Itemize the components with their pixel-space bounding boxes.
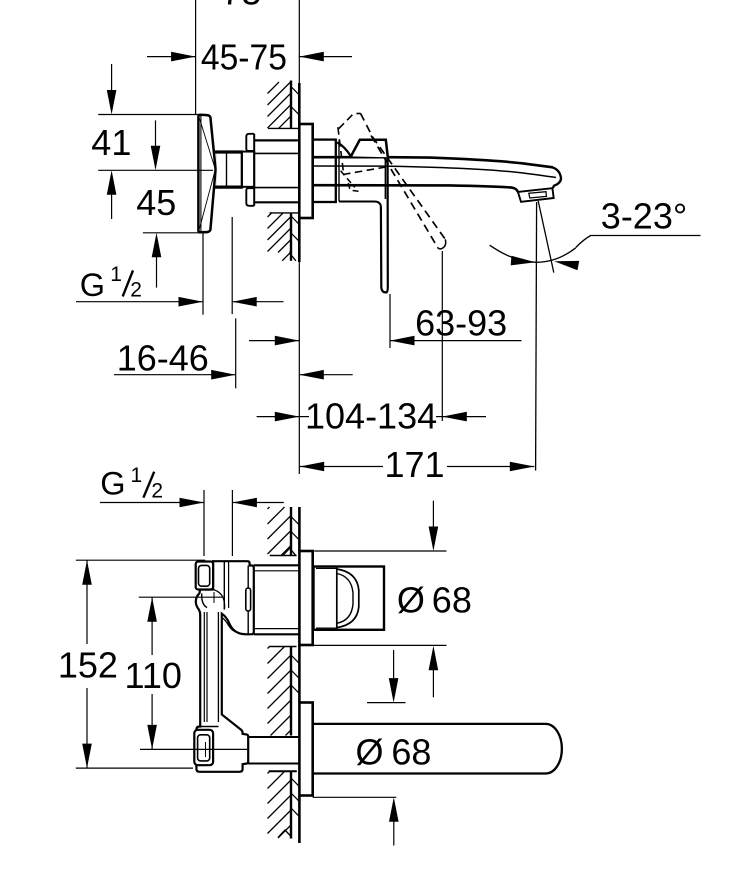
svg-text:41: 41: [91, 122, 131, 163]
svg-text:68: 68: [391, 732, 431, 773]
svg-text:45: 45: [136, 182, 176, 223]
svg-text:75: 75: [222, 0, 262, 13]
svg-text:68: 68: [432, 579, 472, 620]
svg-text:45-75: 45-75: [201, 37, 287, 78]
svg-text:2: 2: [130, 278, 142, 301]
svg-text:171: 171: [385, 444, 445, 485]
svg-text:Ø: Ø: [356, 732, 384, 773]
svg-text:110: 110: [125, 655, 182, 696]
svg-text:1: 1: [131, 464, 143, 487]
svg-text:1: 1: [110, 263, 122, 286]
svg-text:G: G: [80, 267, 105, 303]
svg-text:104-134: 104-134: [305, 396, 437, 437]
svg-text:152: 152: [58, 645, 118, 686]
svg-text:16-46: 16-46: [117, 338, 209, 379]
svg-text:63-93: 63-93: [415, 303, 507, 344]
svg-text:Ø: Ø: [397, 579, 425, 620]
svg-text:2: 2: [151, 480, 163, 503]
svg-text:G: G: [100, 465, 125, 501]
svg-text:3-23°: 3-23°: [601, 196, 687, 237]
